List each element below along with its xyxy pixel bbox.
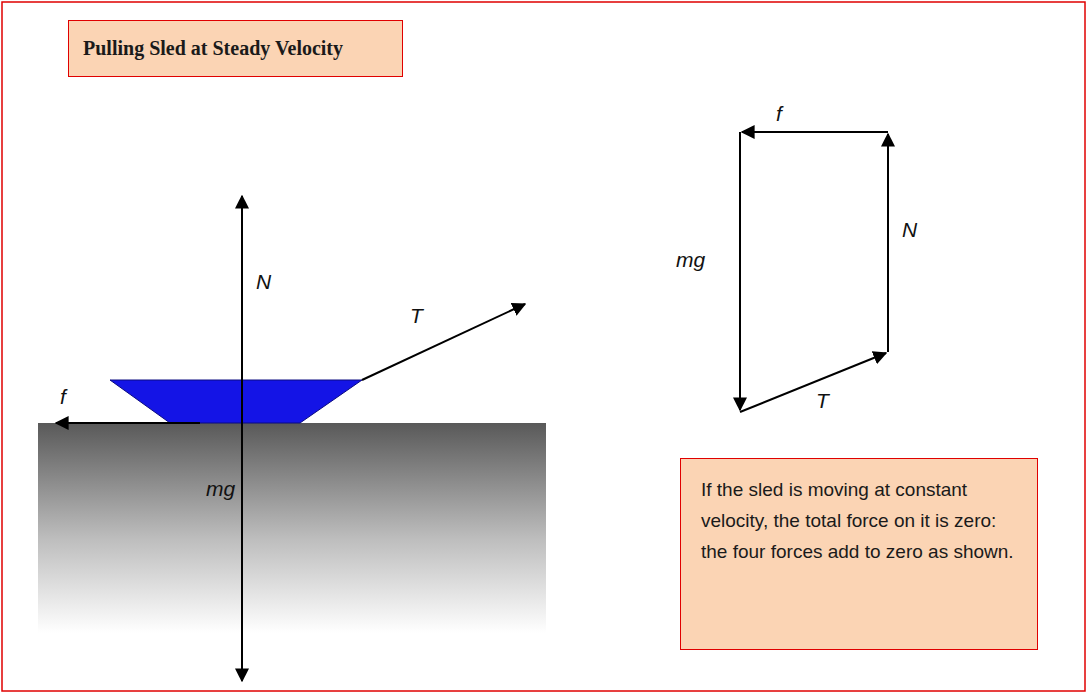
force-label: T [410,305,423,326]
sled [110,380,362,423]
force-label: f [776,103,782,124]
normal-force-arrow [241,196,243,423]
weight-arrow [241,423,243,681]
note-box: If the sled is moving at constant veloci… [680,458,1038,650]
tension-arrow [362,304,525,380]
normal-vector [887,134,889,352]
weight-vector [739,132,741,410]
force-label: N [902,219,917,240]
force-label: mg [676,249,705,270]
friction-arrow [56,422,200,424]
force-label: mg [206,478,235,499]
force-label: f [60,386,66,407]
title-text: Pulling Sled at Steady Velocity [83,37,343,60]
tension-vector [740,353,886,412]
ground [38,423,546,633]
note-text: If the sled is moving at constant veloci… [701,475,1017,567]
friction-vector [742,131,888,133]
force-label: N [256,271,271,292]
force-label: T [816,390,829,411]
title-box: Pulling Sled at Steady Velocity [68,20,403,77]
